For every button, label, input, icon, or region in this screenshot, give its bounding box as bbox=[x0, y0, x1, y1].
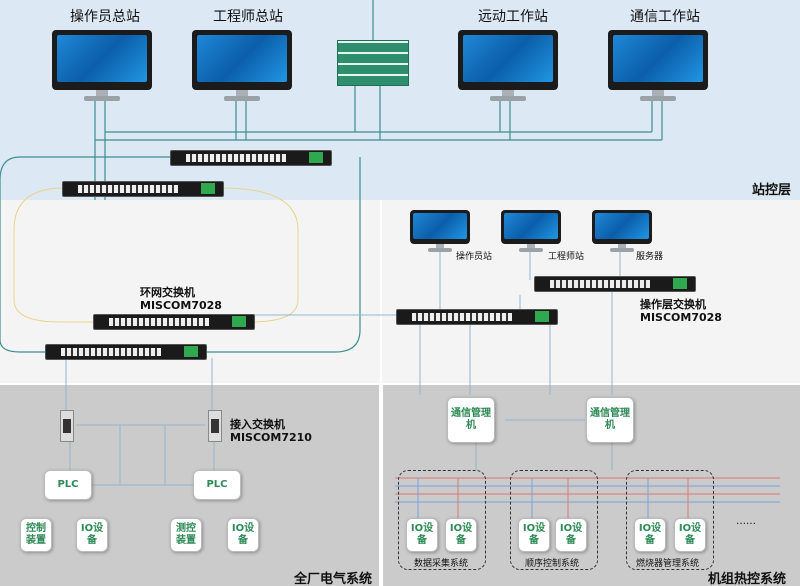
io-device-box: IO设备 bbox=[634, 518, 666, 552]
operation-switch-label-name: 操作层交换机 bbox=[640, 298, 706, 311]
monitor-telecontrol bbox=[458, 30, 558, 102]
station-layer-label: 站控层 bbox=[752, 183, 792, 198]
io-device-box: IO设备 bbox=[406, 518, 438, 552]
workstation-label-operator-main: 操作员总站 bbox=[70, 9, 140, 25]
workstation-label-engineer: 工程师站 bbox=[548, 252, 585, 262]
monitor-communication bbox=[608, 30, 708, 102]
access-switch-1 bbox=[60, 410, 74, 442]
workstation-label-engineer-main: 工程师总站 bbox=[213, 9, 283, 25]
comm-manager-label-line2: 机 bbox=[605, 420, 615, 431]
monitor-screen bbox=[501, 210, 561, 244]
monitor-screen bbox=[192, 30, 292, 90]
monitor-operator bbox=[410, 210, 470, 252]
monitor-screen bbox=[458, 30, 558, 90]
comm-manager-box-1: 通信管理 机 bbox=[447, 397, 495, 443]
monitor-screen bbox=[608, 30, 708, 90]
comm-manager-box-2: 通信管理 机 bbox=[586, 397, 634, 443]
io-label-line2: 备 bbox=[645, 535, 655, 546]
operation-switch-1 bbox=[534, 276, 696, 292]
thermal-system-label: 机组热控系统 bbox=[708, 572, 787, 586]
ring-switch-label: 环网交换机 MISCOM7028 bbox=[140, 286, 222, 312]
access-switch-label-model: MISCOM7210 bbox=[230, 431, 312, 444]
workstation-label-server: 服务器 bbox=[636, 252, 664, 262]
access-switch-label-name: 接入交换机 bbox=[230, 418, 285, 431]
io-label-line2: 备 bbox=[566, 535, 576, 546]
device-label-line1: IO设 bbox=[80, 523, 104, 534]
measure-control-device-box: 测控 装置 bbox=[170, 518, 202, 552]
ring-switch-label-name: 环网交换机 bbox=[140, 286, 195, 299]
ring-switch-1 bbox=[170, 150, 332, 166]
monitor-engineer bbox=[501, 210, 561, 252]
monitor-server bbox=[592, 210, 652, 252]
monitor-engineer-main bbox=[192, 30, 292, 102]
monitor-screen bbox=[52, 30, 152, 90]
ring-switch-4 bbox=[45, 344, 207, 360]
io-label-line2: 备 bbox=[417, 535, 427, 546]
burner-management-group bbox=[626, 470, 714, 570]
comm-manager-label-line2: 机 bbox=[466, 420, 476, 431]
monitor-screen bbox=[592, 210, 652, 244]
group-label-data-acquisition: 数据采集系统 bbox=[414, 559, 469, 569]
operation-switch-2 bbox=[396, 309, 558, 325]
io-label-line2: 备 bbox=[685, 535, 695, 546]
device-label-line2: 备 bbox=[238, 535, 248, 546]
io-label-line1: IO设 bbox=[410, 523, 434, 534]
workstation-label-communication: 通信工作站 bbox=[630, 9, 700, 25]
group-label-burner-management: 燃烧器管理系统 bbox=[636, 559, 700, 569]
ring-switch-3 bbox=[93, 314, 255, 330]
io-label-line1: IO设 bbox=[559, 523, 583, 534]
plc-label: PLC bbox=[206, 479, 228, 490]
operation-switch-label-model: MISCOM7028 bbox=[640, 311, 722, 324]
io-device-box: IO设 备 bbox=[76, 518, 108, 552]
io-device-box: IO设 备 bbox=[227, 518, 259, 552]
plc-box-2: PLC bbox=[193, 470, 241, 500]
comm-manager-label-line1: 通信管理 bbox=[451, 408, 491, 419]
io-label-line1: IO设 bbox=[449, 523, 473, 534]
device-label-line2: 备 bbox=[87, 535, 97, 546]
comm-manager-label-line1: 通信管理 bbox=[590, 408, 630, 419]
access-switch-2 bbox=[208, 410, 222, 442]
io-label-line1: IO设 bbox=[522, 523, 546, 534]
monitor-operator-main bbox=[52, 30, 152, 102]
io-label-line2: 备 bbox=[456, 535, 466, 546]
operation-switch-label: 操作层交换机 MISCOM7028 bbox=[640, 298, 722, 324]
device-label-line1: 控制 bbox=[26, 523, 46, 534]
more-systems-ellipsis: …… bbox=[736, 516, 756, 527]
io-device-box: IO设备 bbox=[445, 518, 477, 552]
sequence-control-group bbox=[510, 470, 598, 570]
device-label-line1: 测控 bbox=[176, 523, 196, 534]
io-label-line2: 备 bbox=[529, 535, 539, 546]
access-switch-label: 接入交换机 MISCOM7210 bbox=[230, 418, 312, 444]
plc-box-1: PLC bbox=[44, 470, 92, 500]
io-device-box: IO设备 bbox=[555, 518, 587, 552]
io-device-box: IO设备 bbox=[518, 518, 550, 552]
io-label-line1: IO设 bbox=[678, 523, 702, 534]
plc-label: PLC bbox=[57, 479, 79, 490]
device-label-line1: IO设 bbox=[231, 523, 255, 534]
workstation-label-operator: 操作员站 bbox=[456, 252, 493, 262]
data-acquisition-group bbox=[398, 470, 486, 570]
io-label-line1: IO设 bbox=[638, 523, 662, 534]
firewall-icon bbox=[337, 40, 409, 86]
ring-switch-2 bbox=[62, 181, 224, 197]
control-device-box: 控制 装置 bbox=[20, 518, 52, 552]
electrical-system-label: 全厂电气系统 bbox=[294, 572, 373, 586]
ring-switch-label-model: MISCOM7028 bbox=[140, 299, 222, 312]
device-label-line2: 装置 bbox=[176, 535, 196, 546]
device-label-line2: 装置 bbox=[26, 535, 46, 546]
workstation-label-telecontrol: 远动工作站 bbox=[478, 9, 548, 25]
group-label-sequence-control: 顺序控制系统 bbox=[525, 559, 580, 569]
io-device-box: IO设备 bbox=[674, 518, 706, 552]
monitor-screen bbox=[410, 210, 470, 244]
